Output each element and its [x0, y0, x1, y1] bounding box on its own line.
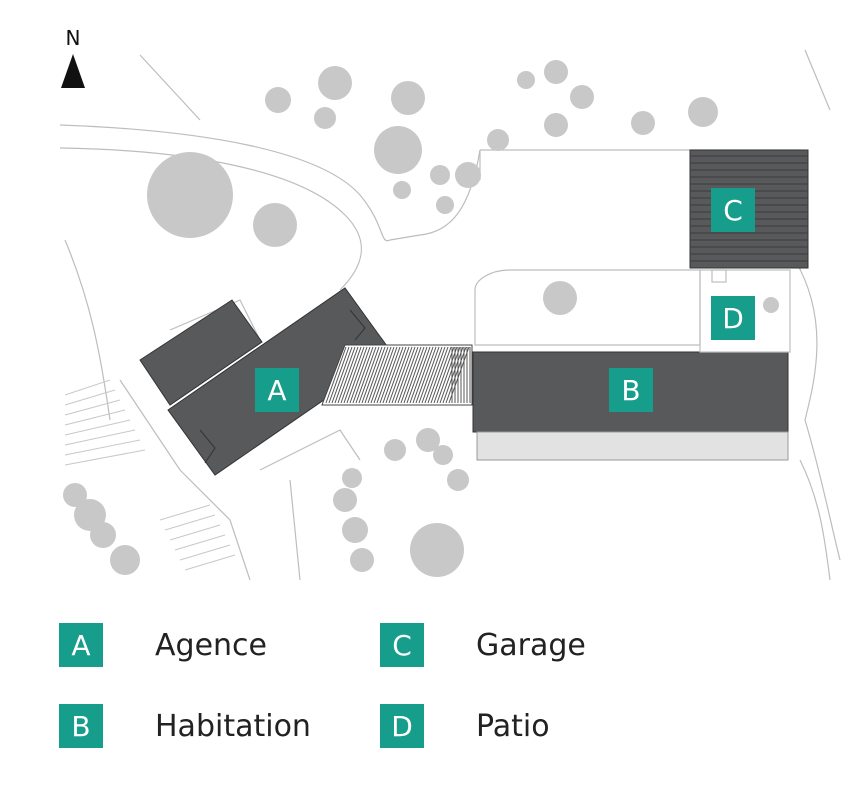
walkway-hatch-line	[349, 346, 371, 404]
walkway-hatch-line	[352, 346, 374, 404]
map-label-a: A	[255, 368, 299, 412]
walkway-hatch-line	[394, 346, 416, 404]
patio-d-outline	[699, 269, 791, 353]
legend-item-a: A Agence	[59, 623, 267, 667]
walkway-hatch-line	[433, 346, 455, 404]
walkway-hatch-line	[421, 346, 443, 404]
top-line	[139, 54, 201, 121]
site-edge-3	[289, 479, 301, 581]
legend-label-a: Agence	[155, 627, 267, 663]
legend-label-c: Garage	[476, 627, 586, 663]
legend-item-d: D Patio	[380, 704, 550, 748]
walkway-hatch-line	[334, 346, 356, 404]
walkway-hatch-line	[358, 346, 380, 404]
walkway-hatch-line	[415, 346, 437, 404]
walkway-hatch-line	[379, 346, 401, 404]
walkway-hatch-line	[430, 346, 452, 404]
site-edge-left	[119, 379, 251, 581]
walkway-hatch-line	[388, 346, 410, 404]
walkway-hatch-line	[340, 346, 362, 404]
legend: A Agence C Garage B Habitation D Patio	[0, 600, 850, 792]
walkway-hatch-line	[367, 346, 389, 404]
top-right-line	[804, 49, 831, 111]
walkway-hatch-line	[400, 346, 422, 404]
walkway-connector	[321, 344, 473, 406]
walkway-hatch-line	[409, 346, 431, 404]
road-curve-inner	[59, 147, 362, 291]
walkway-hatch-line	[403, 346, 425, 404]
walkway-hatch-line	[325, 346, 347, 404]
map-label-b: B	[609, 368, 653, 412]
map-label-c: C	[711, 188, 755, 232]
walkway-hatch-line	[418, 346, 440, 404]
walkway-hatch-line	[376, 346, 398, 404]
walkway-hatch-line	[427, 346, 449, 404]
walkway-hatch-line	[442, 346, 464, 404]
legend-item-b: B Habitation	[59, 704, 311, 748]
walkway-hatch-line	[370, 346, 392, 404]
walkway-hatch-line	[406, 346, 428, 404]
north-indicator: N	[58, 26, 88, 95]
walkway-hatch-line	[361, 346, 383, 404]
walkway-hatch-line	[355, 346, 377, 404]
legend-label-b: Habitation	[155, 708, 311, 744]
right-contour2	[799, 459, 831, 581]
walkway-hatch-line	[445, 346, 467, 404]
terrace-outline	[474, 269, 701, 346]
north-arrow-icon	[61, 54, 85, 88]
walkway-hatch-line	[412, 346, 434, 404]
north-label: N	[65, 26, 81, 50]
legend-item-c: C Garage	[380, 623, 586, 667]
legend-label-d: Patio	[476, 708, 550, 744]
walkway-hatch-line	[385, 346, 407, 404]
walkway-hatch-line	[337, 346, 359, 404]
walkway-hatch-line	[346, 346, 368, 404]
stairs-hatching	[64, 379, 236, 571]
walkway-hatch-line	[424, 346, 446, 404]
legend-badge-c: C	[380, 623, 424, 667]
site-lines	[59, 49, 841, 581]
walkway-hatch-line	[328, 346, 350, 404]
walkway-hatch-line	[391, 346, 413, 404]
walkway-hatch-line	[397, 346, 419, 404]
legend-badge-d: D	[380, 704, 424, 748]
right-contour	[794, 259, 841, 561]
walkway-hatch-line	[436, 346, 458, 404]
legend-badge-a: A	[59, 623, 103, 667]
walkway-hatch-line	[382, 346, 404, 404]
left-contour	[64, 239, 111, 421]
walkway-hatch-line	[331, 346, 353, 404]
site-edge-4	[169, 299, 261, 341]
walkway-hatch-line	[439, 346, 461, 404]
site-edge-left2	[259, 429, 361, 471]
trees	[63, 60, 779, 577]
map-label-d: D	[711, 296, 755, 340]
legend-badge-b: B	[59, 704, 103, 748]
walkway-hatch-line	[343, 346, 365, 404]
road-curve-outer	[59, 124, 481, 242]
walkway-hatch-line	[364, 346, 386, 404]
walkway-hatch-line	[373, 346, 395, 404]
